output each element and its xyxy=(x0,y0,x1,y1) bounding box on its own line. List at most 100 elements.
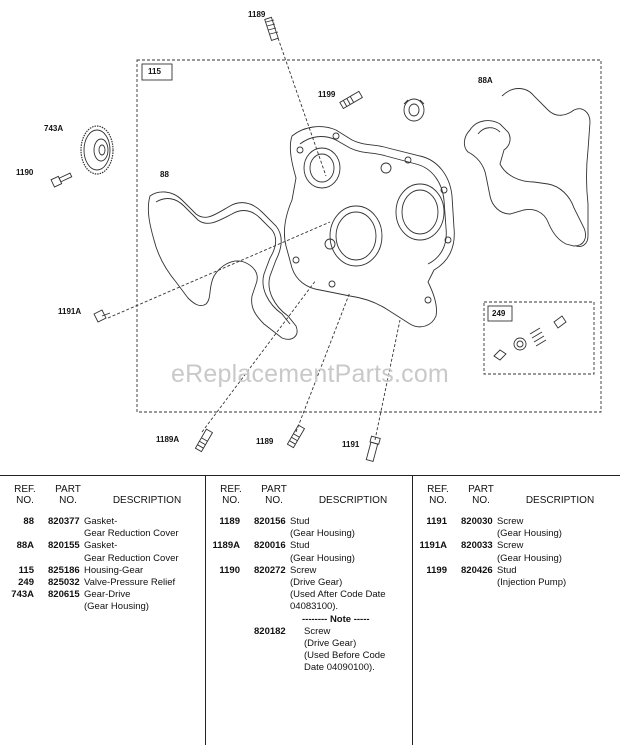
header-ref-no: REF.NO. xyxy=(2,484,48,506)
part-number: 820030 xyxy=(461,516,493,527)
description-line: Gear Reduction Cover xyxy=(84,528,179,540)
description-line: Screw xyxy=(497,516,524,527)
part-description: Stud(Gear Housing) xyxy=(288,540,413,564)
header-part-line: PART xyxy=(55,484,81,495)
header-description: DESCRIPTION xyxy=(112,495,182,506)
part-description: Valve-Pressure Relief xyxy=(82,577,205,589)
ref-number: 88A xyxy=(16,540,34,552)
description-line: Stud xyxy=(290,540,310,552)
callout-1190: 1190 xyxy=(16,168,34,177)
ref-number: 1191 xyxy=(426,516,447,527)
part-number: 825186 xyxy=(48,564,80,576)
description-line: Date 04090100). xyxy=(304,662,375,674)
part-description: Gear-Drive(Gear Housing) xyxy=(82,589,205,613)
part-description: Gasket-Gear Reduction Cover xyxy=(82,540,205,564)
header-ref-line: REF. xyxy=(427,484,449,495)
description-line: (Drive Gear) xyxy=(290,577,343,589)
header-description: DESCRIPTION xyxy=(318,495,388,506)
part-description: Stud(Gear Housing) xyxy=(288,516,413,540)
description-line: (Drive Gear) xyxy=(304,638,357,650)
gasket-88a xyxy=(463,120,586,247)
stud-1199 xyxy=(339,90,364,110)
callout-1189-top: 1189 xyxy=(248,10,266,19)
callout-box-115 xyxy=(141,63,173,81)
seal-ring xyxy=(403,98,425,122)
part-description: Screw(Gear Housing) xyxy=(495,540,620,564)
callout-1191a: 1191A xyxy=(58,307,82,316)
part-description: Stud(Injection Pump) xyxy=(495,565,620,589)
callout-1189a: 1189A xyxy=(156,435,180,444)
screw-1190 xyxy=(50,172,73,188)
part-number: 820377 xyxy=(48,516,80,527)
callout-88a: 88A xyxy=(478,76,493,85)
callout-1191: 1191 xyxy=(342,440,360,449)
description-line: Screw xyxy=(304,625,331,637)
relief-valve-249 xyxy=(493,315,567,361)
ref-number: 1189A xyxy=(212,540,240,552)
note-divider: -------- Note ----- xyxy=(302,613,370,625)
header-ref-line: REF. xyxy=(220,484,242,495)
ref-number: 88 xyxy=(23,516,34,527)
exploded-view-drawing xyxy=(50,16,602,462)
description-line: (Injection Pump) xyxy=(497,577,567,589)
header-description: DESCRIPTION xyxy=(525,495,595,506)
description-line: Gear Reduction Cover xyxy=(84,552,179,564)
screw-1191a xyxy=(93,309,111,323)
screw-1191 xyxy=(365,435,381,462)
header-ref-line: NO. xyxy=(16,495,34,506)
header-part-line: NO. xyxy=(265,495,283,506)
part-number: 820155 xyxy=(48,540,80,552)
callout-249: 249 xyxy=(492,309,506,318)
description-line: Gear-Drive xyxy=(84,589,131,601)
header-ref-line: NO. xyxy=(429,495,447,506)
description-line: (Used After Code Date xyxy=(290,589,386,601)
callout-1189-bottom: 1189 xyxy=(256,437,274,446)
ref-number: 743A xyxy=(11,589,34,601)
description-line: Valve-Pressure Relief xyxy=(84,577,176,589)
ref-number: 1189 xyxy=(219,516,240,527)
description-line: 04083100). xyxy=(290,601,339,613)
description-line: Gasket- xyxy=(84,540,118,552)
ref-number: 115 xyxy=(18,564,34,576)
header-ref-line: NO. xyxy=(222,495,240,506)
ref-number: 1199 xyxy=(426,564,447,576)
parts-row: 88 820377 Gasket-Gear Reduction Cover xyxy=(0,516,205,540)
description-line: (Gear Housing) xyxy=(497,528,562,540)
header-part-line: PART xyxy=(468,484,494,495)
housing-assembly-boundary xyxy=(136,59,602,413)
part-number: 820615 xyxy=(48,589,80,601)
part-description: Screw(Gear Housing) xyxy=(495,516,620,540)
description-line: (Gear Housing) xyxy=(290,528,355,540)
description-line: Gasket- xyxy=(84,516,118,527)
description-line: Screw xyxy=(290,564,317,576)
callout-88: 88 xyxy=(160,170,169,179)
callout-743a: 743A xyxy=(44,124,64,133)
stud-1189a xyxy=(194,428,214,453)
header-ref-no: REF.NO. xyxy=(415,484,461,506)
relief-valve-inset-boundary xyxy=(483,301,595,375)
part-number: 820272 xyxy=(254,564,286,576)
description-line: (Gear Housing) xyxy=(290,552,355,564)
part-number: 825032 xyxy=(48,577,80,589)
callout-box-249 xyxy=(487,305,513,322)
header-ref-line: REF. xyxy=(14,484,36,495)
header-part-line: NO. xyxy=(59,495,77,506)
description-line: Stud xyxy=(290,516,310,527)
